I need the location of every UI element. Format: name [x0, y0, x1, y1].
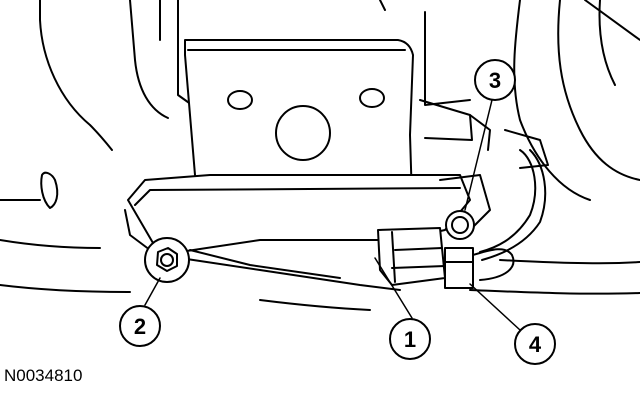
- callout-3: 3: [474, 59, 516, 101]
- callout-4: 4: [514, 323, 556, 365]
- bolt-right: [445, 210, 475, 240]
- bolt-left: [144, 237, 190, 283]
- leader-lines: [144, 99, 521, 331]
- svg-text:4: 4: [529, 332, 542, 357]
- wire-harness: [472, 149, 547, 281]
- svg-text:2: 2: [134, 314, 146, 339]
- svg-text:1: 1: [404, 327, 416, 352]
- callout-2: 2: [119, 305, 161, 347]
- figure-id-label: N0034810: [4, 366, 83, 385]
- mounting-plate: [184, 39, 549, 211]
- body-panel: [0, 0, 640, 311]
- callout-1: 1: [389, 318, 431, 360]
- panel-slot: [40, 171, 59, 209]
- svg-text:3: 3: [489, 68, 501, 93]
- sensor-module: [377, 227, 474, 289]
